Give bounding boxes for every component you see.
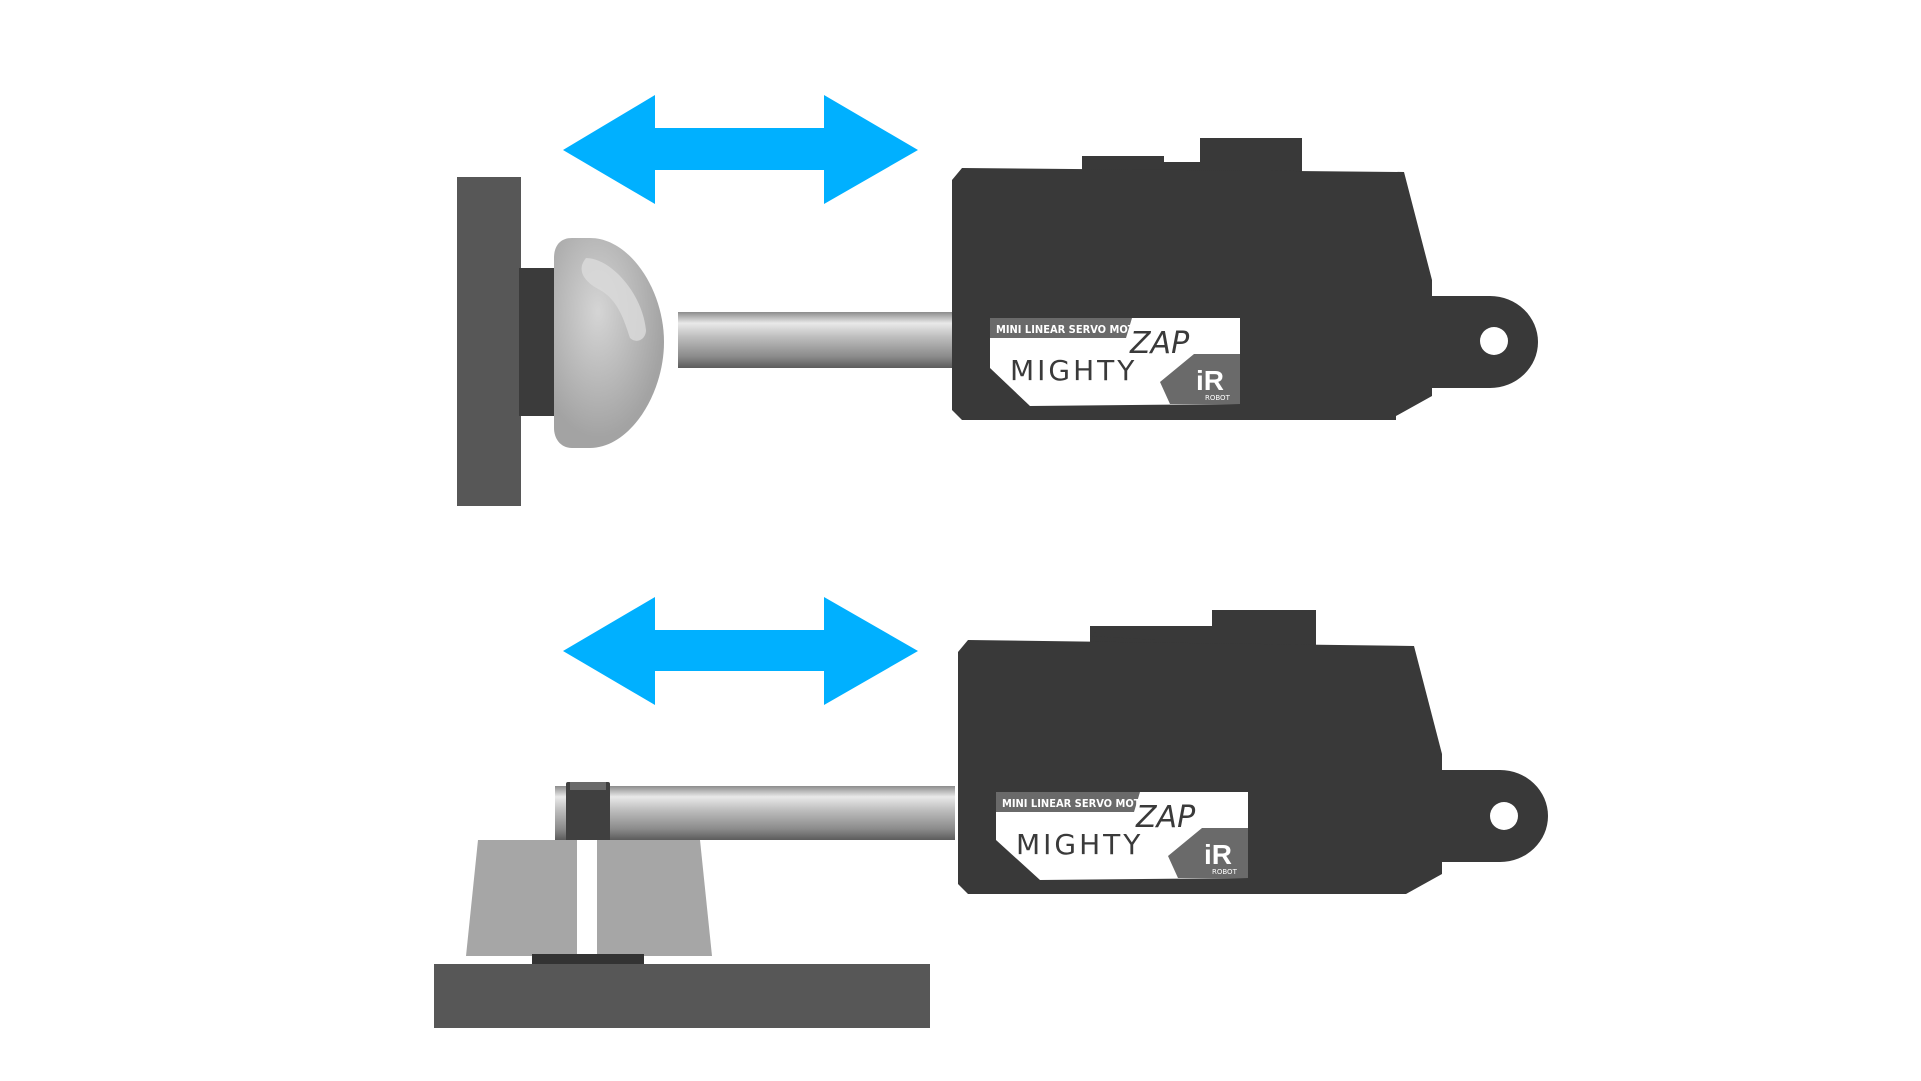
label-subtitle: MINI LINEAR SERVO MOTOR [996, 323, 1151, 336]
wall-mount-plate [457, 177, 521, 506]
clamp-block-icon [466, 840, 712, 966]
actuator-rod-top [678, 312, 954, 368]
logo-robot-text: ROBOT [1205, 394, 1231, 402]
label-subtitle: MINI LINEAR SERVO MOTOR [1002, 797, 1157, 810]
actuator-rod-bottom [555, 786, 955, 840]
actuator-icon-top: MINI LINEAR SERVO MOTOR ZAP MIGHTY iR RO… [952, 138, 1538, 420]
actuator-icon-bottom: MINI LINEAR SERVO MOTOR ZAP MIGHTY iR RO… [958, 610, 1548, 894]
suction-cup-icon [554, 238, 664, 448]
mount-hole-bottom [1490, 802, 1518, 830]
logo-ir-text: iR [1196, 365, 1224, 396]
brand-mighty-text: MIGHTY [1010, 354, 1137, 387]
base-plate [434, 964, 930, 1028]
logo-robot-text: ROBOT [1212, 868, 1238, 876]
logo-ir-text: iR [1204, 839, 1232, 870]
rod-end-collar [566, 782, 610, 844]
brand-mighty-text: MIGHTY [1016, 828, 1143, 861]
double-arrow-icon-top [563, 95, 918, 204]
product-label-top: MINI LINEAR SERVO MOTOR ZAP MIGHTY iR RO… [990, 318, 1240, 406]
double-arrow-icon-bottom [563, 597, 918, 705]
product-label-bottom: MINI LINEAR SERVO MOTOR ZAP MIGHTY iR RO… [996, 792, 1248, 880]
mount-hole-top [1480, 327, 1508, 355]
brand-zap-text: ZAP [1129, 326, 1190, 361]
suction-cup-neck [519, 268, 557, 416]
brand-zap-text: ZAP [1135, 800, 1196, 835]
